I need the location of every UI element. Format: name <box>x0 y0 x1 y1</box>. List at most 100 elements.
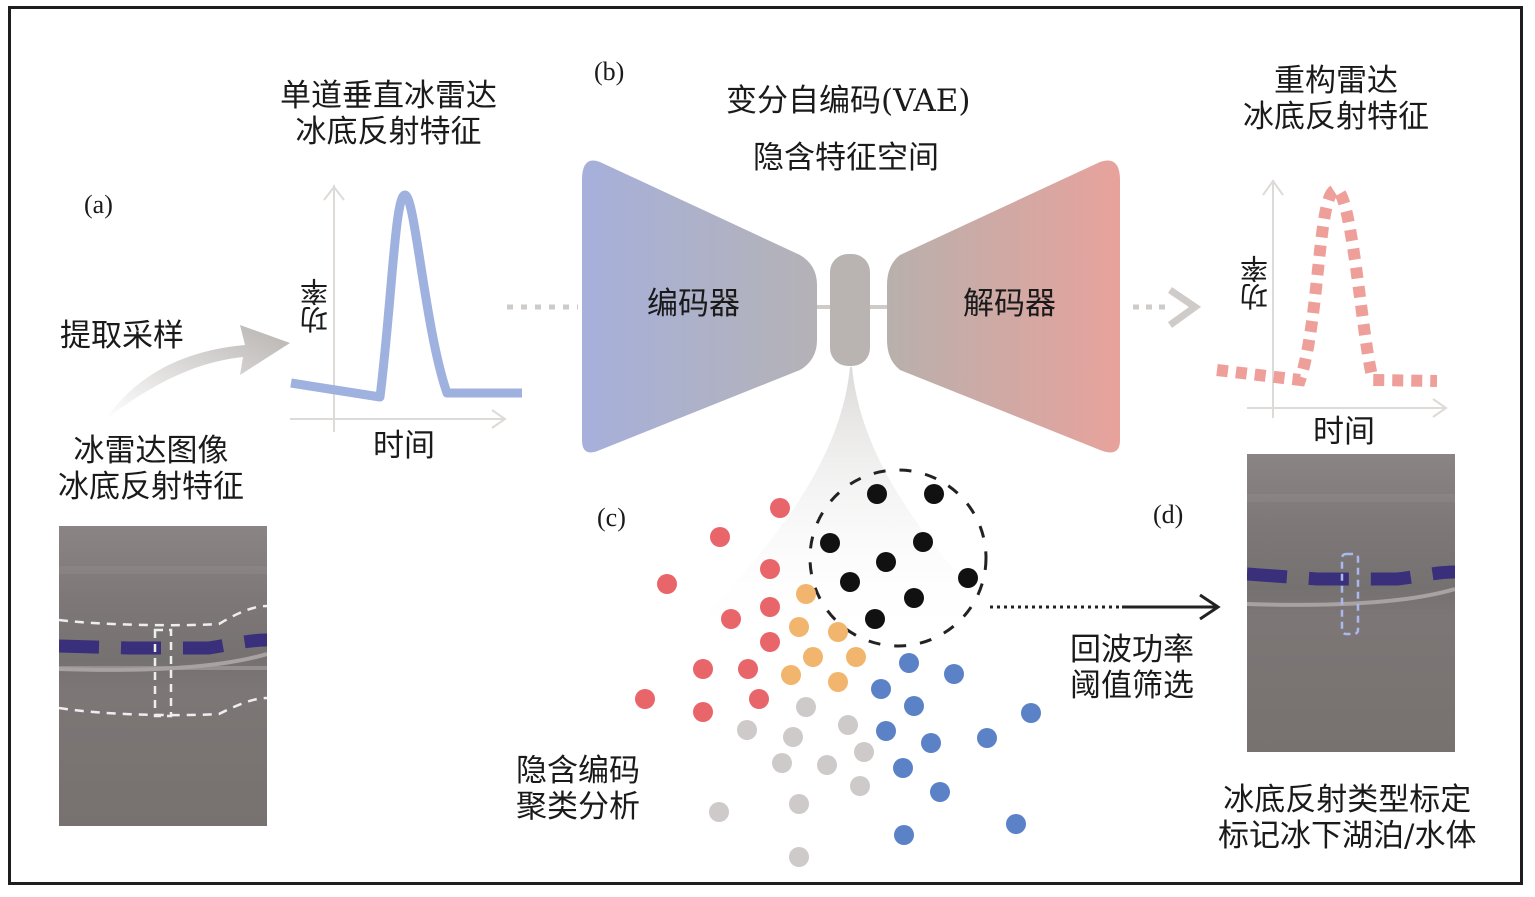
input-radar-image <box>59 526 267 826</box>
decoder-label: 解码器 <box>963 286 1056 322</box>
trace-title: 单道垂直冰雷达 冰底反射特征 <box>280 78 497 150</box>
latent-point-blue <box>921 733 941 753</box>
latent-point-gray <box>796 697 816 717</box>
latent-point-red <box>738 659 758 679</box>
extract-label: 提取采样 <box>60 318 184 354</box>
labeling-caption-line2: 标记冰下湖泊/水体 <box>1218 818 1477 854</box>
cluster-points <box>635 484 1041 867</box>
extract-arrow <box>105 325 290 420</box>
latent-point-red <box>760 632 780 652</box>
latent-point-blue <box>944 664 964 684</box>
bed-reflector-line <box>59 633 267 655</box>
input-caption-line2: 冰底反射特征 <box>58 469 244 505</box>
cluster-caption-line2: 聚类分析 <box>516 789 640 825</box>
output-arrowhead <box>1167 287 1202 328</box>
input-caption-line1: 冰雷达图像 <box>73 433 229 469</box>
latent-point-blue <box>930 782 950 802</box>
latent-point-blue <box>1006 814 1026 834</box>
latent-point-gray <box>817 755 837 775</box>
latent-point-orange <box>828 622 848 642</box>
latent-point-red <box>635 689 655 709</box>
labeling-caption: 冰底反射类型标定 标记冰下湖泊/水体 <box>1218 782 1476 854</box>
panel-d-tag: (d) <box>1153 500 1184 529</box>
latent-point-black <box>958 568 978 588</box>
trace-title-line2: 冰底反射特征 <box>295 114 482 150</box>
latent-point-red <box>710 527 730 547</box>
latent-point-gray <box>709 802 729 822</box>
latent-point-gray <box>854 742 874 762</box>
input-image-caption: 冰雷达图像 冰底反射特征 <box>58 433 244 505</box>
vae-title: 变分自编码(VAE) <box>726 83 971 119</box>
latent-bottleneck <box>830 254 870 366</box>
latent-point-blue <box>977 728 997 748</box>
filter-label-line1: 回波功率 <box>1070 632 1194 668</box>
latent-point-black <box>840 572 860 592</box>
latent-point-orange <box>803 647 823 667</box>
radar-trace-line <box>290 190 522 402</box>
latent-point-red <box>749 689 769 709</box>
latent-point-orange <box>789 617 809 637</box>
latent-point-gray <box>789 794 809 814</box>
latent-point-red <box>770 498 790 518</box>
latent-point-orange <box>828 672 848 692</box>
latent-point-blue <box>871 679 891 699</box>
figure-frame <box>8 6 1523 885</box>
latent-point-black <box>904 588 924 608</box>
trace-x-axis-label: 时间 <box>373 428 435 464</box>
threshold-arrowhead <box>1199 593 1221 621</box>
trace-title-line1: 单道垂直冰雷达 <box>280 78 497 114</box>
latent-point-orange <box>781 665 801 685</box>
latent-point-black <box>924 484 944 504</box>
latent-point-red <box>760 559 780 579</box>
recon-y-axis-label: 功率 <box>1239 255 1272 311</box>
filter-label-line2: 阈值筛选 <box>1070 668 1194 704</box>
latent-point-orange <box>796 584 816 604</box>
labeling-caption-line1: 冰底反射类型标定 <box>1223 782 1472 818</box>
encoder-label: 编码器 <box>647 286 740 322</box>
decoder-block <box>887 160 1120 453</box>
cluster-caption-line1: 隐含编码 <box>516 753 640 789</box>
recon-title: 重构雷达 冰底反射特征 <box>1243 63 1429 135</box>
latent-point-black <box>867 484 887 504</box>
latent-point-red <box>693 659 713 679</box>
panel-b-tag: (b) <box>594 57 625 86</box>
recon-title-line2: 冰底反射特征 <box>1243 99 1429 135</box>
latent-point-red <box>721 609 741 629</box>
latent-point-gray <box>772 753 792 773</box>
latent-point-blue <box>876 721 896 741</box>
latent-point-red <box>693 702 713 722</box>
recon-x-axis-label: 时间 <box>1313 414 1375 450</box>
latent-point-black <box>913 532 933 552</box>
recon-axes <box>1247 179 1448 418</box>
latent-point-red <box>760 597 780 617</box>
latent-point-black <box>876 552 896 572</box>
latent-point-blue <box>893 758 913 778</box>
latent-cone <box>680 367 1020 640</box>
latent-point-blue <box>899 653 919 673</box>
latent-point-red <box>657 574 677 594</box>
recon-title-line1: 重构雷达 <box>1274 63 1398 99</box>
latent-point-blue <box>894 825 914 845</box>
latent-point-gray <box>783 727 803 747</box>
latent-point-gray <box>737 720 757 740</box>
latent-point-blue <box>1021 703 1041 723</box>
latent-point-orange <box>846 647 866 667</box>
latent-space-title: 隐含特征空间 <box>753 140 939 176</box>
latent-point-black <box>865 609 885 629</box>
sampled-trace-box <box>153 628 173 718</box>
threshold-filter-label: 回波功率 阈值筛选 <box>1070 632 1194 704</box>
latent-point-gray <box>838 715 858 735</box>
encoder-block <box>582 160 817 453</box>
panel-c-tag: (c) <box>597 503 626 532</box>
cluster-caption: 隐含编码 聚类分析 <box>516 753 640 825</box>
trace-y-axis-label: 功率 <box>299 278 332 334</box>
labeled-radar-image <box>1247 454 1455 752</box>
latent-point-gray <box>789 847 809 867</box>
latent-point-black <box>820 533 840 553</box>
panel-a-tag: (a) <box>84 190 113 219</box>
latent-point-gray <box>850 776 870 796</box>
subglacial-lake-marker <box>1340 552 1360 636</box>
reconstructed-trace-line <box>1216 183 1438 387</box>
latent-point-blue <box>904 696 924 716</box>
selected-cluster-boundary <box>808 468 988 648</box>
